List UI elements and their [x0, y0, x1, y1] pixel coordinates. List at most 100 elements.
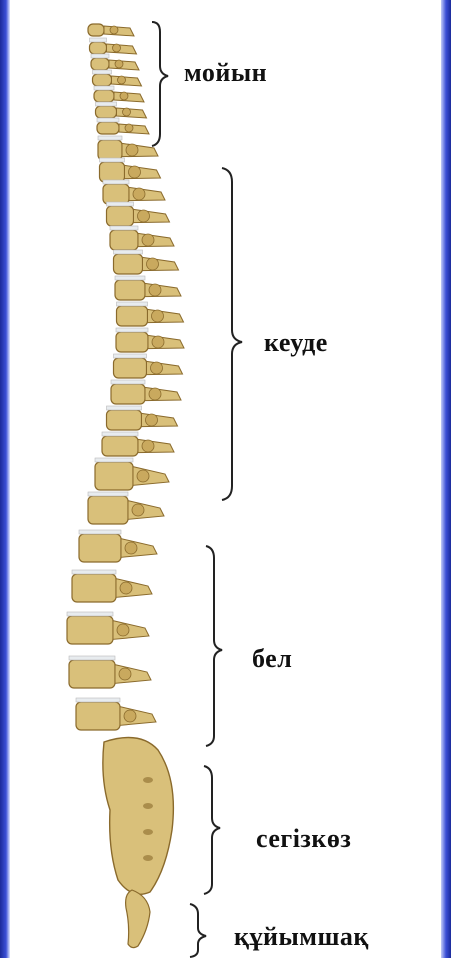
sacral-foramen: [143, 777, 153, 783]
articular-process: [152, 336, 164, 348]
articular-process: [142, 234, 154, 246]
vertebra-body: [88, 496, 128, 524]
vertebra-body: [90, 42, 107, 54]
vertebra-body: [67, 616, 113, 644]
spinous-process: [119, 124, 149, 134]
vertebra-body: [103, 184, 129, 204]
articular-process: [138, 210, 150, 222]
vertebra-body: [114, 254, 143, 274]
intervertebral-disc: [72, 570, 116, 574]
vertebra-body: [93, 74, 112, 86]
articular-process: [120, 92, 128, 100]
intervertebral-disc: [116, 328, 148, 332]
spinous-process: [104, 26, 134, 36]
label-coccyx: құйымшақ: [234, 922, 369, 952]
vertebra-body: [102, 436, 138, 456]
label-lumbar: бел: [252, 644, 292, 674]
intervertebral-disc: [76, 698, 120, 702]
vertebra-body: [91, 58, 109, 70]
spinous-process: [112, 76, 142, 86]
vertebra-body: [96, 106, 117, 118]
articular-process: [126, 144, 138, 156]
articular-process: [119, 668, 131, 680]
intervertebral-disc: [93, 70, 112, 74]
intervertebral-disc: [88, 492, 128, 496]
articular-process: [123, 108, 131, 116]
vertebra-body: [115, 280, 145, 300]
articular-process: [124, 710, 136, 722]
coccyx-brace: [190, 904, 206, 957]
intervertebral-disc: [107, 406, 142, 410]
intervertebral-disc: [91, 54, 109, 58]
vertebra-body: [116, 332, 148, 352]
intervertebral-disc: [117, 302, 148, 306]
vertebra-body: [107, 410, 142, 430]
intervertebral-disc: [115, 276, 145, 280]
sacrum-brace: [204, 766, 220, 894]
vertebra-body: [79, 534, 121, 562]
vertebra-body: [72, 574, 116, 602]
articular-process: [110, 26, 118, 34]
vertebra-body: [117, 306, 148, 326]
articular-process: [152, 310, 164, 322]
articular-process: [120, 582, 132, 594]
articular-process: [115, 60, 123, 68]
vertebra-body: [95, 462, 133, 490]
articular-process: [142, 440, 154, 452]
articular-process: [151, 362, 163, 374]
label-cervical: мойын: [184, 58, 267, 88]
intervertebral-disc: [100, 158, 125, 162]
intervertebral-disc: [67, 612, 113, 616]
intervertebral-disc: [114, 250, 143, 254]
articular-process: [147, 258, 159, 270]
articular-process: [149, 284, 161, 296]
vertebra-body: [114, 358, 147, 378]
articular-process: [118, 76, 126, 84]
intervertebral-disc: [69, 656, 115, 660]
intervertebral-disc: [114, 354, 147, 358]
vertebral-column: [67, 24, 184, 948]
intervertebral-disc: [98, 136, 122, 140]
thoracic-brace: [222, 168, 242, 500]
vertebra-body: [69, 660, 115, 688]
articular-process: [132, 504, 144, 516]
vertebra-body: [111, 384, 145, 404]
articular-process: [149, 388, 161, 400]
articular-process: [137, 470, 149, 482]
sacral-foramen: [143, 803, 153, 809]
cervical-brace: [152, 22, 168, 146]
vertebra-body: [98, 140, 122, 160]
spinous-process: [109, 60, 139, 70]
intervertebral-disc: [103, 180, 129, 184]
intervertebral-disc: [94, 86, 114, 90]
articular-process: [146, 414, 158, 426]
label-thoracic: кеуде: [264, 328, 328, 358]
articular-process: [117, 624, 129, 636]
spinous-process: [114, 92, 144, 102]
coccyx-bone: [126, 890, 150, 948]
intervertebral-disc: [107, 202, 134, 206]
intervertebral-disc: [79, 530, 121, 534]
articular-process: [129, 166, 141, 178]
articular-process: [125, 124, 133, 132]
vertebra-body: [100, 162, 125, 182]
lumbar-brace: [206, 546, 222, 746]
vertebra-body: [110, 230, 138, 250]
vertebra-body: [97, 122, 119, 134]
intervertebral-disc: [110, 226, 138, 230]
intervertebral-disc: [111, 380, 145, 384]
intervertebral-disc: [95, 458, 133, 462]
sacral-foramen: [143, 855, 153, 861]
vertebra-body: [94, 90, 114, 102]
spinous-process: [107, 44, 137, 54]
vertebra-body: [107, 206, 134, 226]
intervertebral-disc: [96, 102, 117, 106]
vertebra-body: [88, 24, 104, 36]
intervertebral-disc: [102, 432, 138, 436]
sacral-foramen: [143, 829, 153, 835]
articular-process: [125, 542, 137, 554]
label-sacrum: сегізкөз: [256, 824, 351, 854]
sacrum-bone: [103, 738, 174, 895]
articular-process: [113, 44, 121, 52]
